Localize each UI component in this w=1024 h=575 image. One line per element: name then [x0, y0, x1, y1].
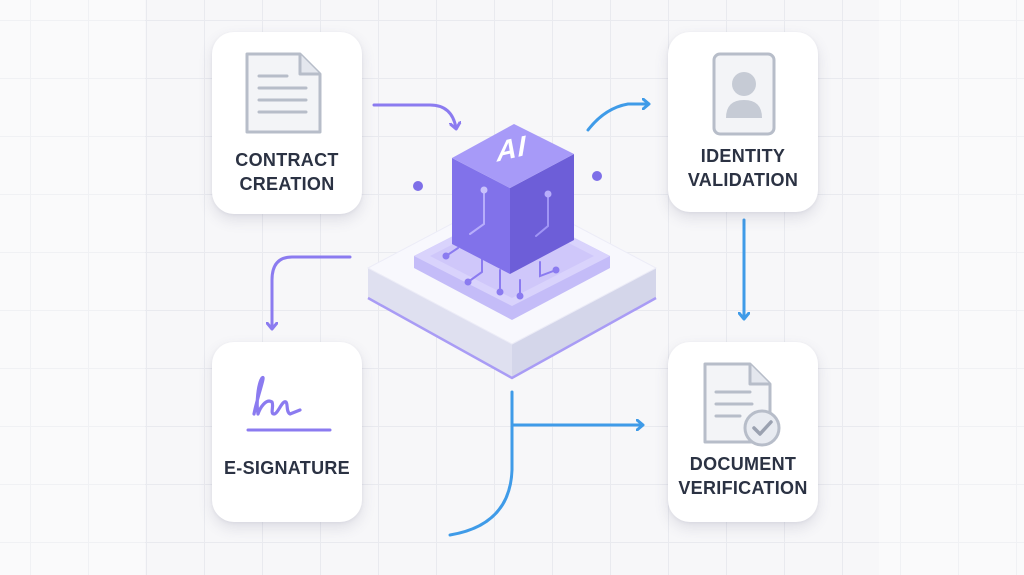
card-identity-validation[interactable]: IDENTITY VALIDATION — [668, 32, 818, 212]
card-document-verification[interactable]: DOCUMENT VERIFICATION — [668, 342, 818, 522]
background-band-left — [0, 0, 145, 575]
card-label-line1: E-SIGNATURE — [224, 458, 350, 478]
background-band-right — [879, 0, 1024, 575]
card-label-line2: VALIDATION — [687, 170, 799, 190]
card-label-line1: IDENTITY — [700, 146, 786, 166]
card-label-line2: VERIFICATION — [678, 478, 808, 498]
signature-icon — [246, 375, 332, 432]
arrow-ai-to-identity — [586, 104, 648, 132]
arrow-contract-to-ai — [372, 103, 456, 128]
card-label-line1: DOCUMENT — [689, 454, 797, 474]
curve-connector — [448, 423, 514, 537]
card-label-line1: CONTRACT — [235, 150, 339, 170]
document-icon — [245, 52, 322, 134]
card-e-signature[interactable]: E-SIGNATURE — [212, 342, 362, 522]
id-card-icon — [712, 52, 776, 136]
card-label-line2: CREATION — [239, 174, 335, 194]
document-check-icon — [703, 362, 781, 447]
card-contract-creation[interactable]: CONTRACT CREATION — [212, 32, 362, 214]
arrow-ai-to-esign — [272, 255, 352, 328]
arrow-ai-to-verify — [510, 390, 642, 425]
